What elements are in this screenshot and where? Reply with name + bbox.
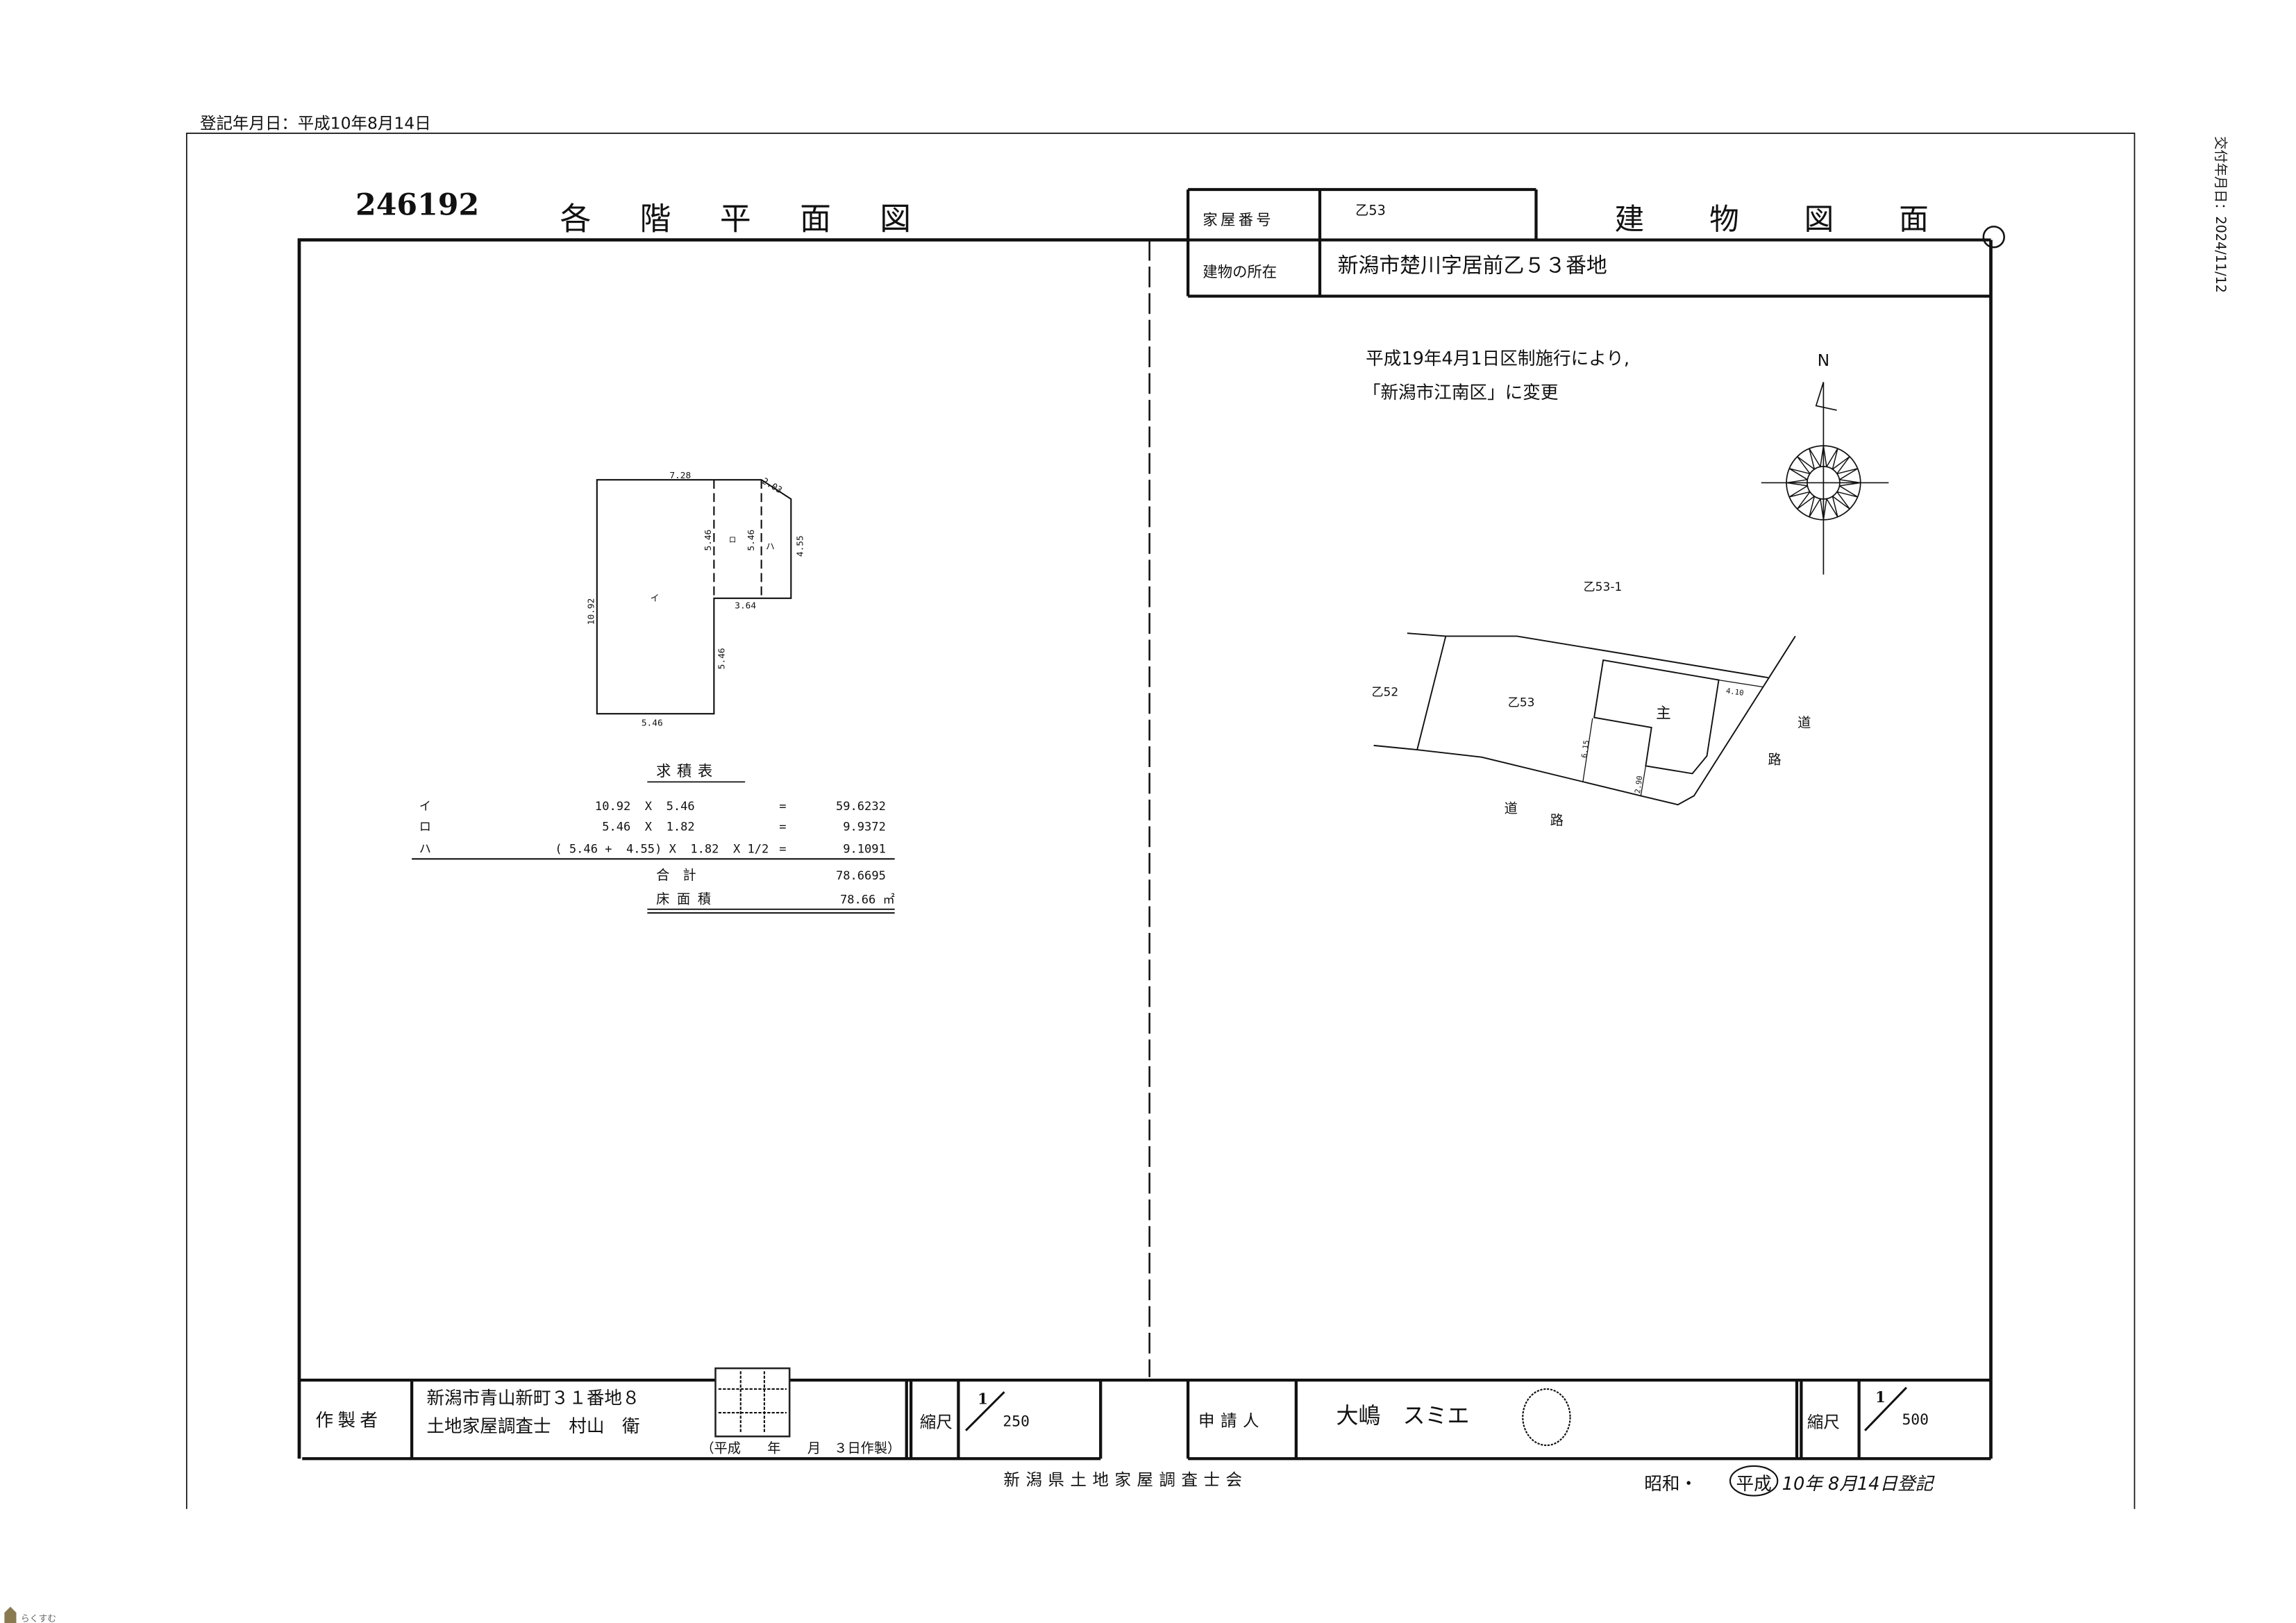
row-label: イ [419,800,431,814]
row-label: ロ [419,821,431,834]
registration-stamp: 昭和・ 平成 10年 8月14日登記 [1644,1465,1936,1497]
compass-star-icon [1786,445,1861,520]
total-value: 78.6695 [836,869,886,883]
lot-label-north: 乙53-1 [1584,580,1623,594]
dim-right-lower: 5.46 [717,648,727,669]
dim-right-upper: 4.55 [795,535,805,557]
district-change-note-1: 平成19年4月1日区制施行により, [1366,348,1629,369]
maker-address: 新潟市青山新町３１番地８ [426,1388,639,1408]
row-value: 59.6232 [836,800,886,814]
watermark-text: らくすむ [21,1614,56,1623]
dim-inner-2: 5.46 [746,530,757,551]
table-row: イ 10.92 X 5.46 = 59.6232 [419,800,886,814]
location-value: 新潟市楚川字居前乙５３番地 [1338,254,1607,278]
row-expr: 10.92 X 5.46 [595,800,695,814]
document-number: 246192 [355,187,479,222]
house-number-label: 家屋番号 [1203,212,1273,229]
road-label: 道 [1798,714,1811,730]
row-eq: = [779,800,786,814]
floor-plan-title: 各階平面図 [560,201,960,237]
issue-date-vertical: 交付年月日：2024/11/12 [2213,136,2229,293]
row-label: ハ [419,843,431,857]
area-table-title: 求積表 [656,763,719,780]
dim-bottom: 5.46 [642,718,663,728]
section-label-i: イ [651,594,660,604]
road-label: 道 [1505,800,1518,816]
house-number: 乙53 [1355,202,1386,218]
applicant-name: 大嶋 スミエ [1336,1402,1469,1429]
dimension-lines [1582,679,1763,796]
surveyor-seal [714,1367,791,1438]
maker-date: （平成 年 月 ３日作製） [701,1440,900,1456]
north-compass-icon: N [1761,351,1889,575]
dim-inner-1: 5.46 [703,530,714,551]
row-eq: = [779,821,786,834]
row-expr: ( 5.46 + 4.55) X 1.82 X 1/2 [555,843,769,857]
total-label: 合 計 [656,867,696,883]
site-dim-1: 6.15 [1579,739,1591,758]
scale-value-250: 1 250 [965,1390,1030,1431]
scale-numerator: 1 [1875,1389,1886,1406]
lot-boundary-south [1373,635,1796,806]
floor-area-value: 78.66 ㎡ [840,893,895,907]
era-circle [1729,1465,1779,1497]
maker-name: 土地家屋調査士 村山 衛 [426,1416,639,1437]
scale-value-500: 1 500 [1864,1386,1929,1431]
section-label-ro: ロ [729,535,737,544]
scale-numerator: 1 [978,1390,988,1408]
floor-plan-outline [596,479,792,715]
scale-denominator: 500 [1902,1411,1929,1429]
dim-top: 7.28 [669,471,691,481]
maker-label: 作製者 [315,1410,382,1431]
area-table: 求積表 イ 10.92 X 5.46 = 59.6232 ロ 5.46 X 1.… [412,763,895,914]
main-building-label: 主 [1656,705,1670,723]
road-label: 路 [1768,752,1781,768]
row-expr: 5.46 X 1.82 [602,821,694,834]
building-plan-title: 建物図面 [1615,203,1994,237]
main-frame [297,187,2005,1461]
table-row: ロ 5.46 X 1.82 = 9.9372 [419,821,886,834]
section-divider [713,480,762,598]
site-dim-2: 2.90 [1633,775,1644,794]
scale-denominator: 250 [1003,1413,1030,1430]
scale-label: 縮尺 [1807,1412,1840,1431]
dim-left: 10.92 [587,598,597,625]
floor-area-label: 床面積 [656,891,719,907]
corner-mark [1982,226,2005,249]
main-building-outline [1593,659,1720,775]
row-value: 9.9372 [843,821,886,834]
house-logo-icon [4,1606,17,1623]
lot-label-this: 乙53 [1508,696,1535,710]
era-prefix: 昭和・ [1644,1474,1698,1495]
site-map: 乙53-1 乙52 乙53 主 道 路 道 路 6.15 2.90 4.10 [1371,580,1811,828]
section-label-ha: ハ [766,541,775,552]
dim-slant: 2.03 [760,476,784,496]
row-value: 9.1091 [843,843,886,857]
table-row: ハ ( 5.46 + 4.55) X 1.82 X 1/2 = 9.1091 [419,843,886,857]
road-label: 路 [1550,812,1564,828]
lot-label-west: 乙52 [1371,686,1398,700]
registration-date-handwritten: 10年 8月14日登記 [1782,1474,1936,1495]
north-label: N [1818,351,1830,370]
applicant-label: 申請人 [1198,1411,1265,1430]
lot-boundary-west [1416,636,1447,750]
watermark-logo: らくすむ [4,1606,56,1623]
row-eq: = [779,843,786,857]
registration-date: 登記年月日：平成10年8月14日 [200,114,431,133]
floor-plan-drawing: 7.28 2.03 10.92 5.46 5.46 5.46 5.46 3.64… [587,471,806,728]
district-change-note-2: 「新潟市江南区」に変更 [1363,382,1559,403]
site-dim-3: 4.10 [1725,686,1744,697]
dim-step: 3.64 [735,601,756,612]
applicant-seal [1522,1388,1571,1447]
lot-boundary-north [1407,632,1768,679]
association-name: 新潟県土地家屋調査士会 [1004,1470,1248,1490]
paper-border [185,133,2136,1509]
era-circled: 平成 [1736,1474,1772,1495]
scale-label: 縮尺 [920,1412,953,1431]
location-label: 建物の所在 [1203,264,1277,281]
